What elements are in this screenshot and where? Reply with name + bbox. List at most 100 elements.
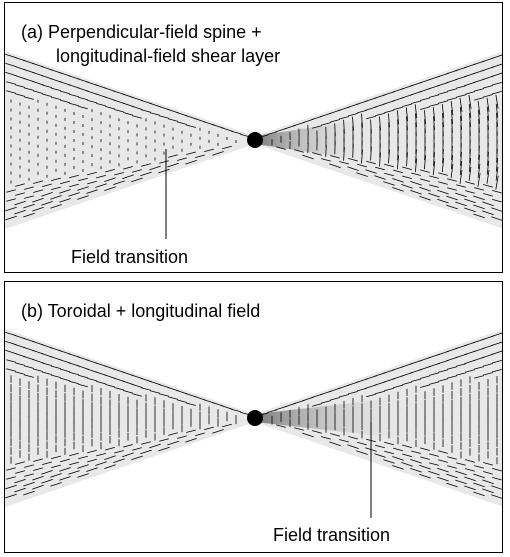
field-vector xyxy=(23,481,35,487)
field-vector xyxy=(474,97,484,101)
field-vector xyxy=(477,163,481,178)
field-vector xyxy=(15,461,25,465)
field-vector xyxy=(186,124,196,128)
field-vector xyxy=(87,458,97,463)
field-vector xyxy=(177,399,187,403)
field-vector xyxy=(87,171,97,176)
field-vector xyxy=(491,63,502,68)
field-vector xyxy=(5,206,17,212)
field-vector xyxy=(42,371,52,375)
field-vector xyxy=(474,375,484,379)
field-vector xyxy=(87,99,97,104)
field-vector xyxy=(131,455,143,461)
field-vector xyxy=(491,341,502,346)
field-vector xyxy=(379,116,381,131)
field-vector xyxy=(375,112,385,117)
field-vector xyxy=(96,381,106,385)
field-vector xyxy=(491,216,502,221)
field-vector xyxy=(186,402,196,406)
field-vector xyxy=(393,384,403,389)
field-vector xyxy=(482,488,494,494)
field-vector xyxy=(87,377,97,382)
field-vector xyxy=(483,471,493,475)
field-vector xyxy=(356,172,368,177)
field-vector xyxy=(204,426,214,430)
field-vector xyxy=(456,85,466,89)
field-vector xyxy=(312,152,322,156)
field-vector xyxy=(459,160,463,175)
field-vector xyxy=(447,375,457,379)
field-vector xyxy=(95,183,107,188)
field-vector xyxy=(15,470,25,474)
field-vector xyxy=(141,163,151,167)
field-vector xyxy=(438,91,448,95)
field-vector xyxy=(442,149,444,164)
field-vector xyxy=(482,201,494,207)
field-vector xyxy=(150,390,160,394)
field-vector xyxy=(393,447,403,452)
field-vector xyxy=(276,146,286,150)
field-vector xyxy=(357,387,367,392)
field-vector xyxy=(366,160,376,165)
field-vector xyxy=(465,190,475,194)
field-vector xyxy=(495,103,499,118)
field-vector xyxy=(348,113,358,117)
field-vector xyxy=(487,142,489,157)
field-vector xyxy=(492,360,502,364)
black-hole-nucleus xyxy=(247,132,263,148)
field-vector xyxy=(132,115,142,119)
field-vector xyxy=(446,195,458,201)
field-vector xyxy=(496,148,498,163)
field-vector xyxy=(141,109,151,113)
field-vector xyxy=(23,490,35,496)
field-vector xyxy=(42,93,52,97)
field-vector xyxy=(464,476,476,482)
field-vector xyxy=(420,447,430,451)
field-vector xyxy=(442,113,444,128)
field-vector xyxy=(410,181,422,186)
field-vector xyxy=(437,467,449,473)
field-vector xyxy=(24,374,34,378)
field-vector xyxy=(477,172,481,187)
field-vector xyxy=(473,482,485,488)
field-vector xyxy=(487,115,489,130)
field-vector xyxy=(113,180,125,185)
field-vector xyxy=(456,372,466,376)
field-vector xyxy=(15,183,25,187)
field-vector xyxy=(24,186,34,190)
field-vector xyxy=(68,470,80,475)
field-vector xyxy=(455,479,467,485)
field-vector xyxy=(325,144,327,157)
field-vector xyxy=(401,184,413,189)
field-vector xyxy=(491,72,502,77)
field-vector xyxy=(186,429,196,433)
field-vector xyxy=(60,377,70,382)
field-vector xyxy=(51,455,61,459)
field-vector xyxy=(123,444,133,448)
field-vector xyxy=(491,494,502,499)
field-vector xyxy=(392,465,404,470)
field-vector xyxy=(455,201,467,207)
field-vector xyxy=(456,363,466,367)
field-vector xyxy=(438,378,448,382)
field-vector xyxy=(429,184,439,188)
field-vector xyxy=(14,487,26,493)
field-vector xyxy=(492,468,502,472)
field-vector xyxy=(5,484,17,490)
field-vector xyxy=(167,162,179,168)
field-vector xyxy=(321,122,331,126)
field-vector xyxy=(329,163,341,169)
field-vector xyxy=(374,175,386,180)
field-vector xyxy=(95,461,107,466)
field-vector xyxy=(483,462,493,466)
field-vector xyxy=(24,365,34,369)
field-vector xyxy=(60,458,70,463)
field-vector xyxy=(123,112,133,116)
field-vector xyxy=(312,125,322,129)
field-vector xyxy=(451,154,453,170)
field-vector xyxy=(96,103,106,107)
field-vector xyxy=(159,115,169,119)
field-vector xyxy=(149,443,161,449)
field-vector xyxy=(465,91,475,95)
field-vector xyxy=(113,458,125,463)
